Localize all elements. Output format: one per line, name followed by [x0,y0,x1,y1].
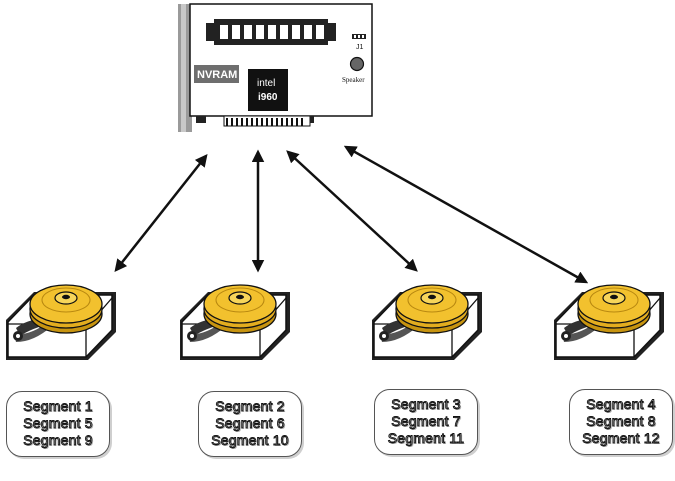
nvram-label: NVRAM [197,69,237,81]
hard-disk-3 [371,284,483,361]
cpu-chip [248,69,288,111]
segment-label: Segment 2 [215,398,285,415]
disk-4-segments: Segment 4 Segment 8 Segment 12 [569,389,673,455]
segment-label: Segment 6 [215,415,285,432]
jumper-label: J1 [356,44,364,51]
connection-arrow-1 [114,154,208,272]
hard-disk-4 [553,284,665,361]
segment-label: Segment 12 [582,430,660,447]
segment-label: Segment 3 [391,396,461,413]
hard-disk-2 [179,284,291,361]
segment-label: Segment 9 [23,432,93,449]
disk-3-segments: Segment 3 Segment 7 Segment 11 [374,389,478,455]
segment-label: Segment 5 [23,415,93,432]
disk-2-segments: Segment 2 Segment 6 Segment 10 [198,391,302,457]
card-edge-connector [196,115,314,127]
segment-label: Segment 7 [391,413,461,430]
segment-label: Segment 11 [387,430,465,447]
connection-arrow-4 [343,145,589,284]
speaker-label: Speaker [342,76,365,84]
nvram-chip [194,65,239,83]
segment-label: Segment 1 [23,398,93,415]
hard-disk-1 [5,284,117,361]
disk-1-segments: Segment 1 Segment 5 Segment 9 [6,391,110,457]
segment-label: Segment 4 [586,396,656,413]
cpu-model: i960 [258,92,278,103]
raid-controller-card: J1 NVRAM intel i960 Speaker [178,3,373,132]
segment-label: Segment 10 [211,432,289,449]
segment-label: Segment 8 [586,413,656,430]
speaker [349,56,365,72]
cpu-brand: intel [257,78,275,89]
connection-arrow-3 [286,150,418,272]
